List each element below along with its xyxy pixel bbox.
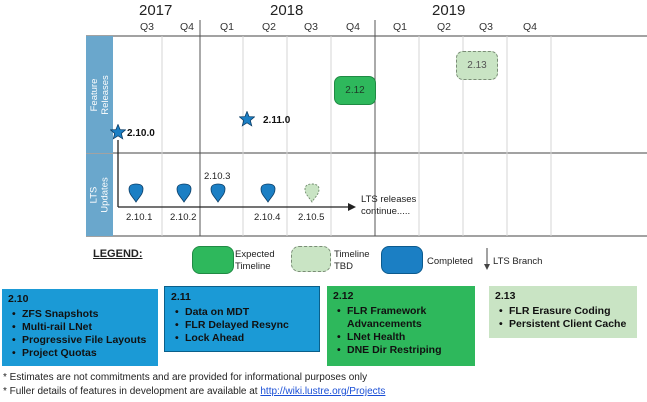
legend-completed-swatch: [381, 246, 423, 274]
band-feature-releases: Feature Releases: [86, 36, 113, 153]
feature-item: Progressive File Layouts: [12, 334, 152, 347]
release-box-2-13: 2.13 FLR Erasure Coding Persistent Clien…: [489, 286, 637, 338]
release-box-2-11: 2.11 Data on MDT FLR Delayed Resync Lock…: [164, 286, 320, 352]
feature-item: Multi-rail LNet: [12, 321, 152, 334]
feature-item: LNet Health: [337, 331, 469, 344]
year-2017: 2017: [139, 2, 173, 19]
release-box-2-12: 2.12 FLR Framework Advancements LNet Hea…: [327, 286, 475, 366]
arrow-down-icon: [484, 248, 490, 270]
year-2018: 2018: [270, 2, 304, 19]
lts-2-10-2: 2.10.2: [170, 212, 197, 223]
lts-2-10-5: 2.10.5: [298, 212, 325, 223]
legend-tbd-label: Timeline TBD: [334, 249, 370, 272]
release-box-title: 2.10: [8, 293, 29, 305]
feature-item: ZFS Snapshots: [12, 308, 152, 321]
release-2-10-0: 2.10.0: [127, 128, 155, 139]
lts-2-10-3: 2.10.3: [204, 171, 231, 182]
band-lts-updates: LTS Updates: [86, 154, 113, 236]
feature-item: Data on MDT: [175, 306, 313, 319]
completed-release-icon: [210, 183, 226, 203]
legend-completed-label: Completed: [427, 256, 473, 267]
release-2-13-pill: 2.13: [456, 51, 498, 80]
quarter-label: Q1: [220, 21, 235, 33]
completed-release-icon: [260, 183, 276, 203]
release-box-2-10: 2.10 ZFS Snapshots Multi-rail LNet Progr…: [2, 289, 158, 366]
release-2-11-0: 2.11.0: [263, 115, 291, 126]
footnote-details: * Fuller details of features in developm…: [3, 386, 385, 397]
release-box-title: 2.11: [171, 291, 191, 303]
legend-branch-label: LTS Branch: [493, 256, 543, 267]
release-box-title: 2.13: [495, 290, 516, 302]
star-icon: [110, 124, 126, 140]
feature-item: Lock Ahead: [175, 332, 313, 345]
feature-item: DNE Dir Restriping: [337, 344, 469, 357]
feature-item: Persistent Client Cache: [499, 318, 631, 331]
release-box-title: 2.12: [333, 290, 354, 302]
band-lts-label: LTS Updates: [88, 177, 111, 213]
wiki-projects-link[interactable]: http://wiki.lustre.org/Projects: [260, 386, 386, 397]
quarter-label: Q1: [393, 21, 408, 33]
feature-item: FLR Erasure Coding: [499, 305, 631, 318]
quarter-label: Q2: [262, 21, 277, 33]
quarter-label: Q3: [479, 21, 494, 33]
quarter-label: Q3: [304, 21, 319, 33]
completed-release-icon: [176, 183, 192, 203]
completed-release-icon: [128, 183, 144, 203]
quarter-label: Q3: [140, 21, 155, 33]
quarter-label: Q4: [346, 21, 361, 33]
year-2019: 2019: [432, 2, 466, 19]
legend-title: LEGEND:: [93, 248, 143, 260]
release-2-12-pill: 2.12: [334, 76, 376, 105]
quarter-label: Q4: [180, 21, 195, 33]
feature-item: FLR Delayed Resync: [175, 319, 313, 332]
legend-expected-swatch: [192, 246, 234, 274]
quarter-label: Q2: [437, 21, 452, 33]
lts-2-10-4: 2.10.4: [254, 212, 281, 223]
quarter-label: Q4: [523, 21, 538, 33]
lts-2-10-1: 2.10.1: [126, 212, 153, 223]
feature-item: FLR Framework Advancements: [337, 305, 457, 331]
legend-tbd-swatch: [291, 246, 331, 272]
legend-expected-label: Expected Timeline: [235, 249, 275, 272]
tbd-release-icon: [304, 183, 320, 203]
footnote-estimates: * Estimates are not commitments and are …: [3, 372, 368, 383]
footnote-details-text: * Fuller details of features in developm…: [3, 386, 261, 397]
lts-continue-note: LTS releases continue.....: [361, 194, 417, 217]
feature-item: Project Quotas: [12, 347, 152, 360]
band-feature-label: Feature Releases: [88, 74, 111, 115]
star-icon: [239, 111, 255, 127]
